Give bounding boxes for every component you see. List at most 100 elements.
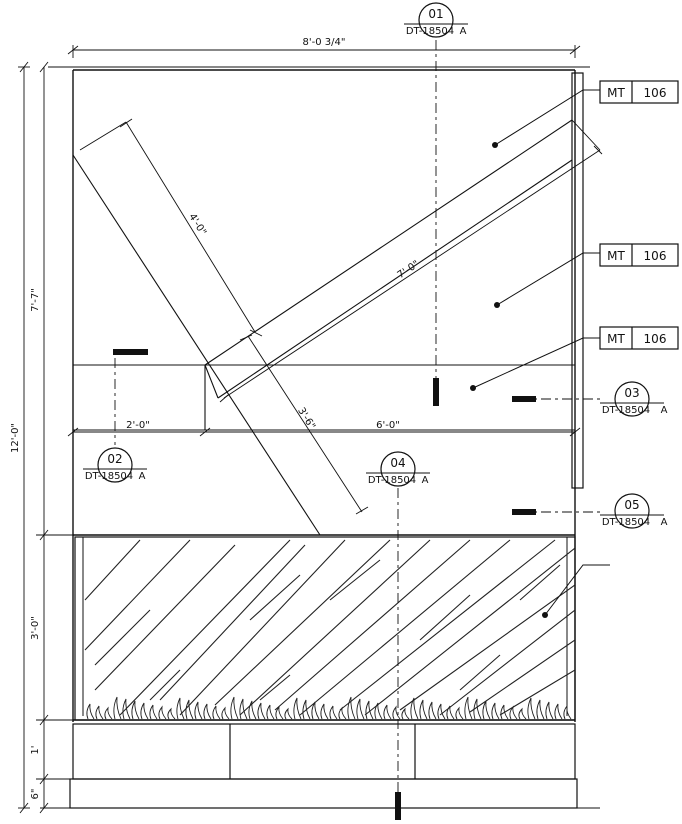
- glass-hatch-line: [439, 609, 575, 716]
- flame-mark: [131, 700, 140, 720]
- flame-mark: [518, 707, 527, 720]
- material-tag-1: MT 106: [599, 80, 679, 104]
- left-offset-label: 2'-0": [126, 420, 150, 431]
- flame-mark: [536, 699, 545, 720]
- glass-hatch-line: [214, 539, 391, 706]
- glass-hatch-line: [94, 609, 151, 666]
- flame-mark: [185, 699, 194, 720]
- flame-mark: [248, 700, 257, 720]
- wall-outline: [48, 66, 590, 725]
- base-blocks: [40, 723, 600, 809]
- plinth-height-label: 6": [30, 789, 41, 800]
- flame-mark: [230, 696, 239, 720]
- glass-hatch-line: [239, 539, 431, 716]
- detail-number: 04: [390, 456, 405, 470]
- glass-hatch-line: [159, 544, 306, 701]
- flame-mark: [122, 698, 131, 720]
- material-tag-3: MT 106: [599, 326, 679, 350]
- flame-mark: [239, 698, 248, 720]
- flame-mark: [95, 705, 104, 720]
- upper-height-label: 7'-7": [30, 288, 41, 312]
- detail-number: 01: [428, 7, 443, 21]
- flame-mark: [347, 696, 356, 720]
- flame-mark: [428, 701, 437, 720]
- detail-suffix: A: [422, 475, 429, 486]
- flame-mark: [320, 703, 329, 720]
- flame-mark: [104, 706, 113, 720]
- firebox: [74, 536, 576, 721]
- flame-mark: [473, 698, 482, 720]
- glass-hatch-line: [469, 639, 575, 713]
- detail-suffix: A: [139, 471, 146, 482]
- material-tag-code: MT: [607, 249, 625, 263]
- detail-sheet: DT-18504: [85, 471, 133, 482]
- flame-mark: [374, 702, 383, 720]
- material-tag-number: 106: [644, 332, 667, 346]
- flame-mark: [284, 707, 293, 720]
- diag-lower-label: 3'-6": [295, 406, 317, 432]
- flame-mark: [203, 703, 212, 720]
- flame-mark: [266, 704, 275, 720]
- flame-mark: [167, 707, 176, 720]
- overall-width-label: 8'-0 3/4": [303, 37, 346, 48]
- side-panel: [571, 72, 584, 489]
- flame-mark: [257, 702, 266, 720]
- flame-mark: [158, 705, 167, 720]
- detail-number: 03: [624, 386, 639, 400]
- detail-ref-02: 02 DT-18504 A: [83, 447, 147, 483]
- detail-number: 05: [624, 498, 639, 512]
- flame-mark: [140, 702, 149, 720]
- detail-sheet: DT-18504: [602, 405, 650, 416]
- flame-mark: [365, 700, 374, 720]
- diagonal-dimensions: [79, 118, 603, 515]
- detail-ref-04: 04 DT-18504 A: [366, 451, 430, 487]
- flame-mark: [401, 707, 410, 720]
- flame-mark: [563, 705, 572, 720]
- detail-sheet: DT-18504: [368, 475, 416, 486]
- glass-hatch-line: [299, 539, 511, 716]
- glass-hatch-line: [274, 539, 471, 711]
- flame-mark: [212, 705, 221, 720]
- base-height-label: 1': [30, 745, 41, 754]
- firebox-height-label: 3'-0": [30, 616, 41, 640]
- flame-mark: [437, 703, 446, 720]
- section-lines: [114, 40, 600, 795]
- leaders: [472, 89, 610, 616]
- flame-mark: [500, 704, 509, 720]
- detail-sheet: DT-18504: [406, 26, 454, 37]
- flame-mark: [491, 702, 500, 720]
- material-tag-code: MT: [607, 332, 625, 346]
- glass-hatch-line: [94, 544, 236, 691]
- glass-hatch-line: [259, 674, 291, 701]
- flame-mark: [113, 696, 122, 720]
- glass-hatch-line: [84, 539, 191, 651]
- flame-mark: [149, 704, 158, 720]
- flame-mark: [527, 697, 536, 720]
- flame-mark: [311, 701, 320, 720]
- flame-mark: [194, 701, 203, 720]
- glass-hatch-line: [399, 584, 575, 711]
- vertical-dimensions: [18, 61, 73, 814]
- material-tag-2: MT 106: [599, 243, 679, 267]
- detail-ref-05: 05 DT-18504 A: [600, 493, 668, 529]
- detail-number: 02: [107, 452, 122, 466]
- flame-mark: [356, 698, 365, 720]
- flame-mark: [86, 703, 95, 720]
- material-tag-number: 106: [644, 249, 667, 263]
- flame-mark: [509, 705, 518, 720]
- flame-mark: [302, 699, 311, 720]
- section-markers: [113, 349, 536, 820]
- flame-mark: [329, 705, 338, 720]
- diagonal-lines: [72, 119, 573, 536]
- glass-hatch-line: [84, 539, 141, 601]
- detail-suffix: A: [661, 405, 668, 416]
- diag-long-label: 7'-0": [396, 259, 422, 281]
- glass-hatch-line: [419, 594, 471, 641]
- glass-hatch-line: [149, 669, 181, 701]
- flame-mark: [446, 705, 455, 720]
- leader-dots: [470, 142, 548, 618]
- flame-mark: [338, 706, 347, 720]
- flame-mark: [410, 697, 419, 720]
